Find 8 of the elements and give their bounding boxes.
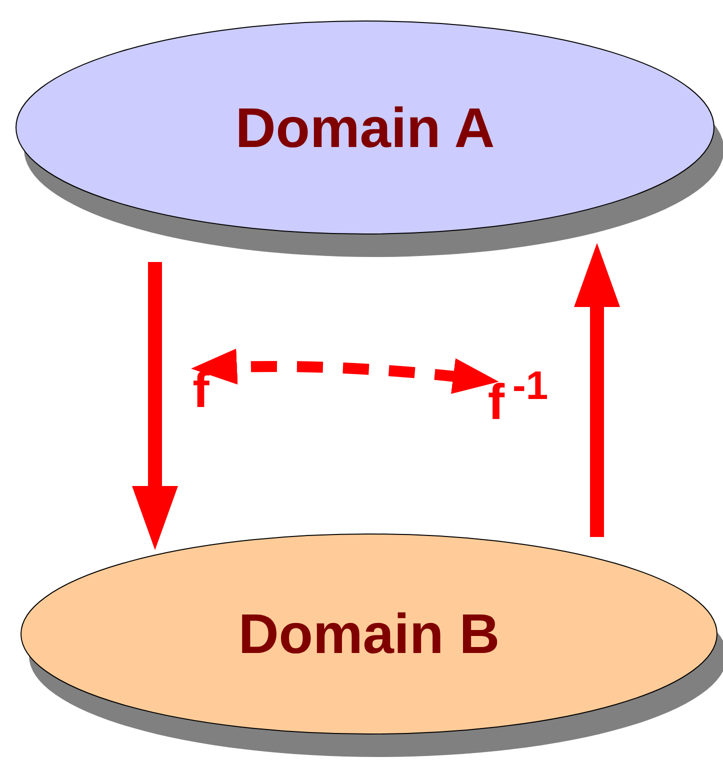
arrow: [574, 243, 620, 537]
dashed-arrow: [191, 348, 499, 394]
arrow: [132, 262, 178, 550]
function-label: f$^{-1}$: [470, 370, 566, 434]
domain-title: Domain A: [235, 100, 495, 156]
domain-ellipse: [20, 533, 718, 735]
domain-ellipse: [15, 20, 715, 235]
domain-title: Domain B: [238, 606, 500, 662]
